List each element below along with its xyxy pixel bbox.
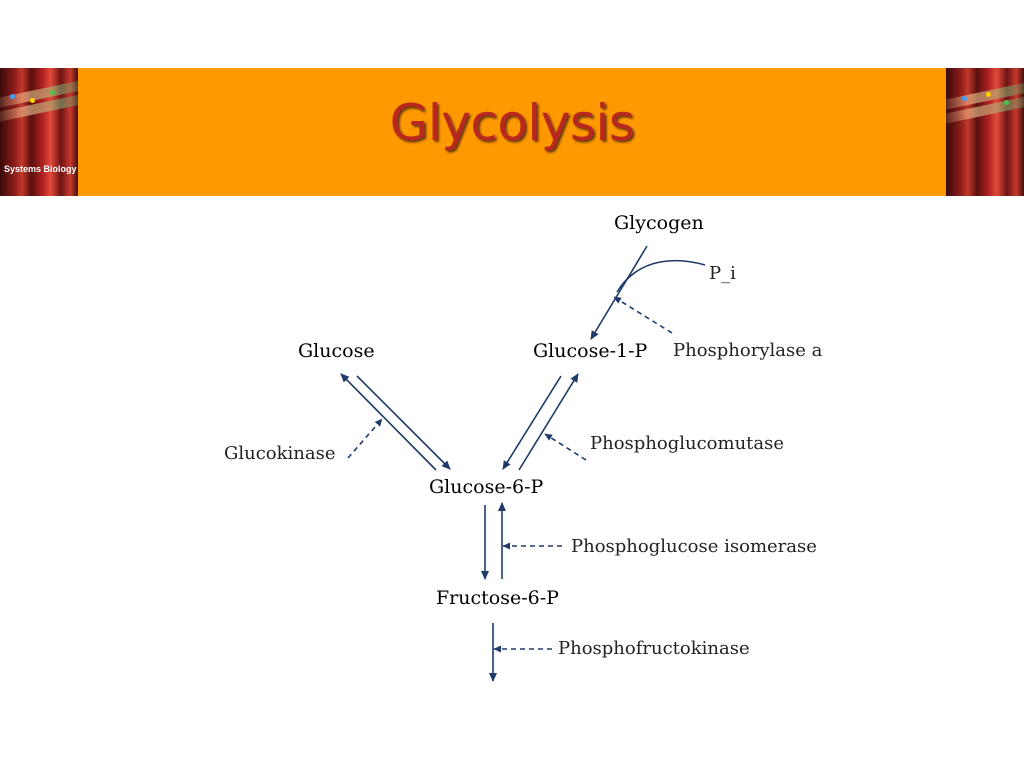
label-glucose-6-p: Glucose-6-P [429, 476, 544, 498]
arrow-glycogen-to-g1p [590, 245, 648, 340]
header-bar [78, 68, 946, 196]
dashed-phosphoglucomutase [544, 433, 587, 461]
arrow-g6p-to-g1p [518, 373, 579, 471]
arrow-g6p-to-glucose [340, 373, 437, 471]
label-glycogen: Glycogen [614, 212, 704, 234]
logo-caption: Systems Biology [4, 164, 77, 174]
label-glucose: Glucose [298, 340, 375, 362]
label-isomerase: Phosphoglucose isomerase [571, 536, 817, 557]
arrow-g1p-to-g6p [502, 375, 562, 470]
label-pi: P_i [709, 263, 736, 284]
label-phosphoglucomutase: Phosphoglucomutase [590, 433, 785, 454]
label-phosphofructokinase: Phosphofructokinase [558, 638, 750, 659]
label-glucokinase: Glucokinase [224, 443, 336, 464]
slide-title: Glycolysis [389, 94, 635, 152]
dashed-phosphorylase [613, 296, 673, 334]
arrow-glucose-to-g6p [356, 375, 451, 470]
label-fructose-6-p: Fructose-6-P [436, 587, 559, 609]
dashed-glucokinase [347, 418, 383, 459]
label-glucose-1-p: Glucose-1-P [533, 340, 648, 362]
logo-image-left: Systems Biology [0, 68, 78, 196]
label-phosphorylase: Phosphorylase a [673, 340, 823, 361]
logo-image-right [946, 68, 1024, 196]
curve-pi [616, 259, 706, 293]
